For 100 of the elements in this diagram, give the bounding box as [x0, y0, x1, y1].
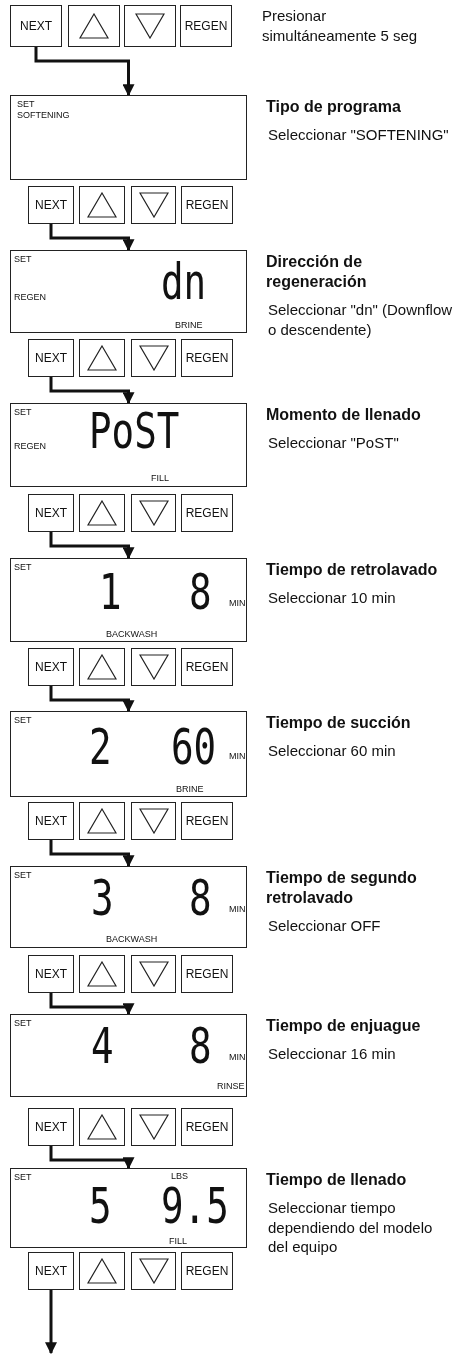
lcd-digits: 5 — [89, 1181, 112, 1231]
arrow — [34, 47, 135, 97]
lcd-display — [10, 95, 247, 180]
lcd-display — [10, 250, 247, 333]
lcd-label: RINSE — [217, 1082, 245, 1091]
lcd-label: SET — [17, 100, 35, 109]
arrow — [49, 532, 135, 560]
down-button — [131, 1252, 176, 1290]
instruction-text: Seleccionar "PoST" — [268, 433, 400, 453]
up-button — [79, 955, 125, 993]
next-button: NEXT — [10, 5, 62, 47]
instruction-text: Seleccionar "SOFTENING" — [268, 125, 450, 145]
lcd-digits: 8 — [189, 567, 212, 617]
up-button — [79, 1252, 125, 1290]
lcd-label: BACKWASH — [106, 935, 158, 944]
next-button: NEXT — [28, 648, 74, 686]
next-button: NEXT — [28, 186, 74, 224]
up-button — [68, 5, 120, 47]
lcd-display — [10, 711, 247, 797]
regen-button: REGEN — [181, 648, 233, 686]
lcd-label: LBS — [171, 1172, 188, 1181]
instruction-text: Seleccionar OFF — [268, 916, 382, 936]
lcd-display — [10, 866, 247, 948]
lcd-digits: 3 — [91, 873, 114, 923]
down-button — [131, 648, 176, 686]
instruction-text: Seleccionar 10 min — [268, 588, 397, 608]
up-button — [79, 494, 125, 532]
up-button — [79, 186, 125, 224]
regen-button: REGEN — [181, 1108, 233, 1146]
down-button — [124, 5, 176, 47]
lcd-label: MIN — [229, 1053, 246, 1062]
lcd-label: REGEN — [14, 293, 46, 302]
lcd-label: BACKWASH — [106, 630, 158, 639]
arrow — [49, 224, 135, 252]
lcd-label: REGEN — [14, 442, 46, 451]
down-button — [131, 802, 176, 840]
lcd-label: MIN — [229, 905, 246, 914]
arrow — [49, 993, 135, 1016]
lcd-label: MIN — [229, 599, 246, 608]
lcd-label: SET — [14, 563, 32, 572]
lcd-digits: 60 — [171, 722, 217, 772]
next-button: NEXT — [28, 494, 74, 532]
lcd-digits: 8 — [189, 1021, 212, 1071]
step-heading: Tiempo de retrolavado — [266, 560, 439, 580]
step-heading: Tiempo de segundo retrolavado — [266, 868, 418, 908]
arrow — [49, 377, 135, 405]
lcd-digits: 2 — [89, 722, 112, 772]
next-button: NEXT — [28, 339, 74, 377]
regen-button: REGEN — [180, 5, 232, 47]
regen-button: REGEN — [181, 802, 233, 840]
regen-button: REGEN — [181, 955, 233, 993]
lcd-display — [10, 1168, 247, 1248]
arrow — [45, 1290, 57, 1355]
next-button: NEXT — [28, 1252, 74, 1290]
regen-button: REGEN — [181, 494, 233, 532]
down-button — [131, 494, 176, 532]
lcd-display — [10, 403, 247, 487]
lcd-label: SOFTENING — [17, 111, 70, 120]
arrow — [49, 686, 135, 713]
up-button — [79, 339, 125, 377]
up-button — [79, 1108, 125, 1146]
lcd-digits: PoST — [89, 406, 180, 456]
instruction-text: Seleccionar 16 min — [268, 1044, 397, 1064]
up-button — [79, 648, 125, 686]
lcd-label: SET — [14, 408, 32, 417]
up-button — [79, 802, 125, 840]
arrow — [49, 1146, 135, 1170]
lcd-label: BRINE — [175, 321, 203, 330]
step-heading: Momento de llenado — [266, 405, 422, 425]
step-heading: Tiempo de enjuague — [266, 1016, 422, 1036]
arrow — [49, 840, 135, 868]
lcd-label: SET — [14, 255, 32, 264]
step-heading: Tiempo de llenado — [266, 1170, 408, 1190]
lcd-digits: dn — [161, 257, 207, 307]
instruction-text: Seleccionar 60 min — [268, 741, 397, 761]
lcd-digits: 8 — [189, 873, 212, 923]
next-button: NEXT — [28, 955, 74, 993]
lcd-label: SET — [14, 716, 32, 725]
regen-button: REGEN — [181, 186, 233, 224]
instruction-text: Seleccionar tiempo dependiendo del modelo del equipo — [268, 1198, 434, 1257]
step-heading: Dirección de regeneración — [266, 252, 368, 292]
next-button: NEXT — [28, 1108, 74, 1146]
lcd-digits: 9.5 — [161, 1181, 229, 1231]
down-button — [131, 1108, 176, 1146]
down-button — [131, 339, 176, 377]
regen-button: REGEN — [181, 339, 233, 377]
lcd-digits: 1 — [99, 567, 122, 617]
step-heading: Tiempo de succión — [266, 713, 412, 733]
lcd-label: SET — [14, 1019, 32, 1028]
step-heading: Tipo de programa — [266, 97, 402, 117]
lcd-label: SET — [14, 1173, 32, 1182]
lcd-label: FILL — [169, 1237, 187, 1246]
lcd-label: MIN — [229, 752, 246, 761]
down-button — [131, 955, 176, 993]
instruction-text: Seleccionar "dn" (Downflow o descendente) — [268, 300, 453, 339]
lcd-label: BRINE — [176, 785, 204, 794]
lcd-label: SET — [14, 871, 32, 880]
regen-button: REGEN — [181, 1252, 233, 1290]
down-button — [131, 186, 176, 224]
lcd-digits: 4 — [91, 1021, 114, 1071]
